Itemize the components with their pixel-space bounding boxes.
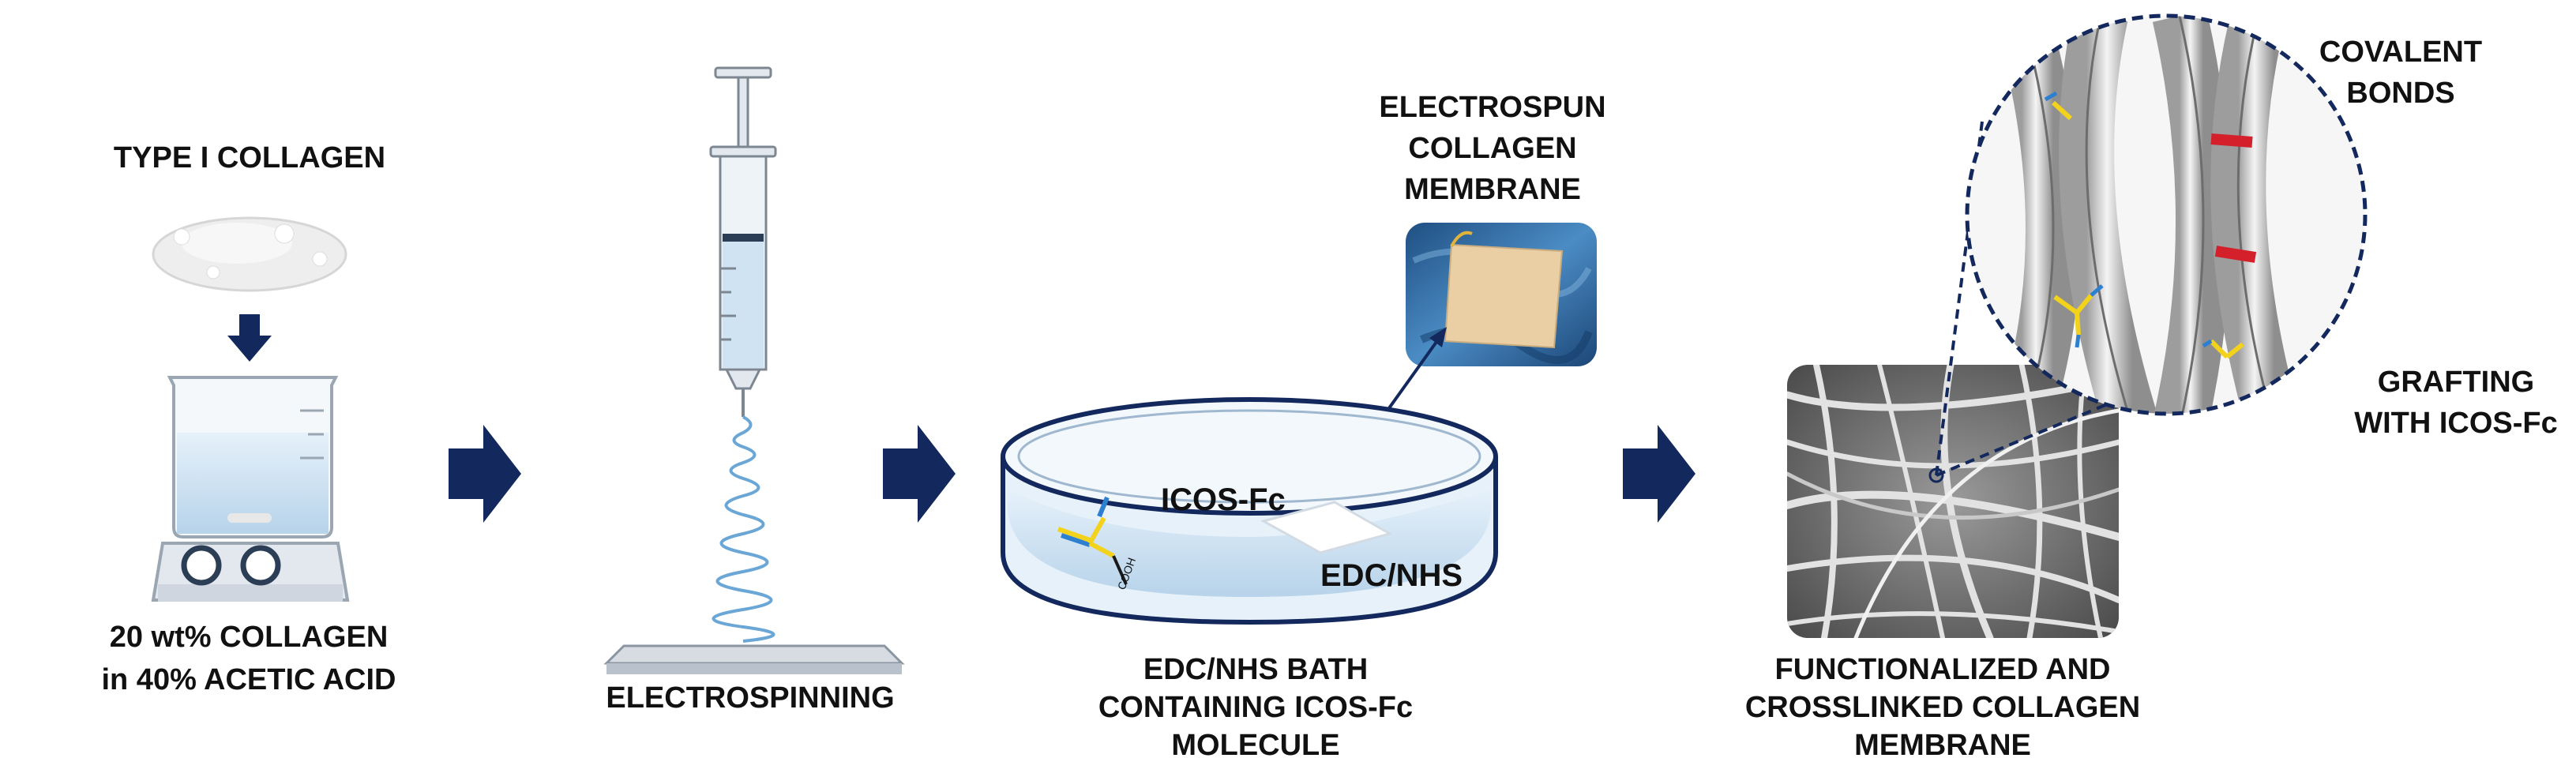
- membrane-title: ELECTROSPUN COLLAGEN MEMBRANE: [1379, 91, 1606, 206]
- covalent-bonds-label: COVALENT BONDS: [2319, 36, 2483, 110]
- final-caption: FUNCTIONALIZED AND CROSSLINKED COLLAGEN …: [1744, 653, 2141, 762]
- beaker-stirrer-icon: [151, 376, 350, 602]
- membrane-photo-icon: [1406, 223, 1597, 366]
- process-arrow-icon: [449, 425, 521, 523]
- zoom-origin-marker: [1928, 467, 1944, 483]
- edc-nhs-label: EDC/NHS: [1320, 558, 1463, 593]
- sem-image-icon: [1787, 365, 2119, 638]
- zoom-circle-icon: [1965, 13, 2368, 416]
- down-arrow-icon: [227, 314, 272, 362]
- collagen-powder-icon: [152, 216, 347, 292]
- process-arrow-icon: [883, 425, 956, 523]
- petri-dish-icon: [1001, 397, 1498, 625]
- process-arrow-icon: [1623, 425, 1695, 523]
- grafting-label: GRAFTING WITH ICOS-Fc: [2354, 366, 2558, 440]
- electrospinning-caption: ELECTROSPINNING: [606, 681, 895, 715]
- collagen-caption: 20 wt% COLLAGEN in 40% ACETIC ACID: [101, 621, 396, 696]
- collagen-title: TYPE I COLLAGEN: [113, 141, 386, 174]
- bath-caption: EDC/NHS BATH CONTAINING ICOS-Fc MOLECULE: [1098, 653, 1414, 762]
- icos-fc-label: ICOS-Fc: [1161, 482, 1286, 517]
- zoom-line-upper: [1935, 121, 1984, 476]
- syringe-icon: [709, 66, 777, 417]
- fiber-spiral-icon: [712, 415, 775, 643]
- pointer-arrowhead: [1429, 327, 1447, 347]
- collector-plate-icon: [603, 644, 905, 674]
